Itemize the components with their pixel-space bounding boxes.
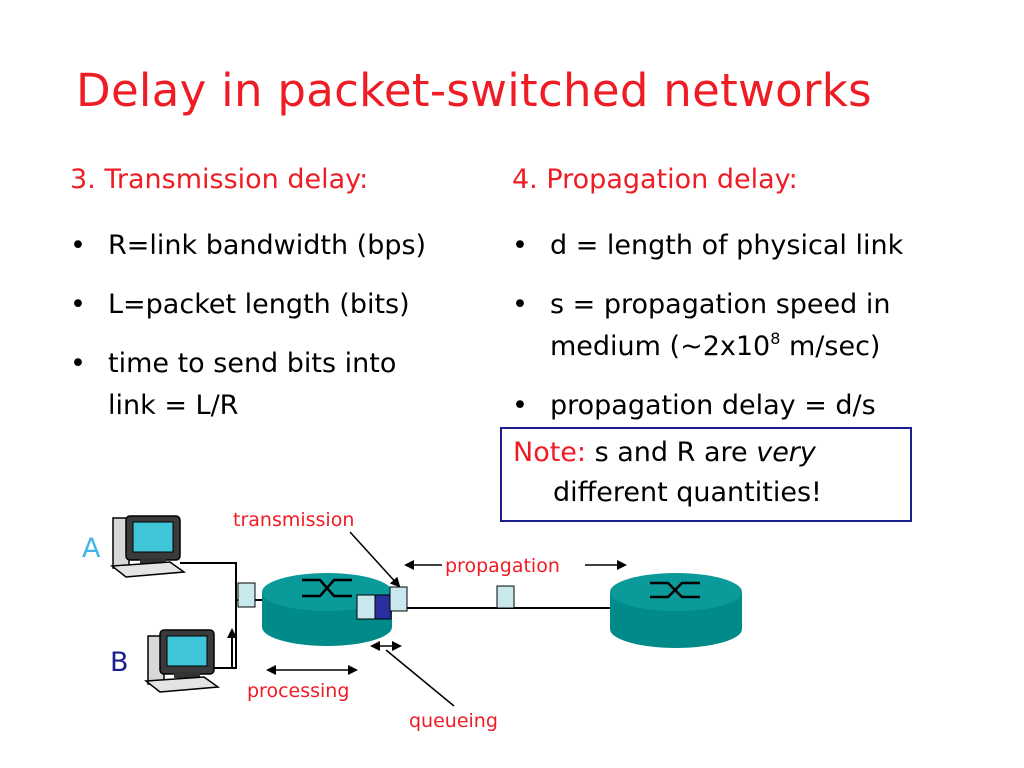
bullet-time-line2: link = L/R: [108, 390, 239, 421]
queued-packet-2: [374, 594, 392, 620]
processing-label: processing: [247, 680, 349, 702]
transmission-label: transmission: [233, 509, 354, 531]
host-a-label: A: [82, 533, 101, 564]
bullet-bandwidth: R=link bandwidth (bps): [70, 225, 490, 267]
host-b-label: B: [110, 647, 129, 678]
speed-medium-text: medium (~2x10: [550, 331, 771, 362]
slide-title: Delay in packet-switched networks: [76, 64, 872, 117]
transmission-pointer: [349, 531, 401, 588]
bullet-time-line1: time to send bits into: [108, 348, 397, 379]
bullet-speed: s = propagation speed in medium (~2x108 …: [512, 284, 982, 368]
note-emphasis: very: [756, 437, 816, 468]
packet-in-flight: [496, 585, 515, 609]
packet-being-transmitted: [389, 586, 408, 612]
host-a-computer-icon: [110, 515, 187, 578]
queued-packet-1: [356, 594, 376, 620]
propagation-delay-column: 4. Propagation delay: d = length of phys…: [512, 162, 982, 444]
bullet-time-to-send: time to send bits into link = L/R: [70, 343, 490, 427]
bullet-packet-length-text: L=packet length (bits): [108, 289, 410, 320]
bullet-distance-text: d = length of physical link: [550, 230, 904, 261]
transmission-delay-heading: 3. Transmission delay:: [70, 164, 369, 195]
queueing-pointer: [385, 649, 455, 707]
bullet-speed-line2: medium (~2x108 m/sec): [550, 326, 982, 368]
bullet-prop-delay-text: propagation delay = d/s: [550, 390, 876, 421]
bullet-bandwidth-text: R=link bandwidth (bps): [108, 230, 427, 261]
transmission-bullets: R=link bandwidth (bps) L=packet length (…: [70, 225, 490, 427]
queueing-label: queueing: [409, 710, 498, 732]
bullet-speed-line1: s = propagation speed in: [550, 289, 891, 320]
propagation-label: propagation: [445, 555, 560, 577]
note-label: Note:: [513, 437, 587, 468]
propagation-delay-heading: 4. Propagation delay:: [512, 164, 798, 195]
speed-unit-text: m/sec): [780, 331, 881, 362]
speed-exponent: 8: [770, 329, 781, 348]
note-text: s and R are: [586, 437, 757, 468]
propagation-bullets: d = length of physical link s = propagat…: [512, 225, 982, 427]
note-box: Note: s and R are very different quantit…: [500, 427, 912, 522]
bullet-prop-delay: propagation delay = d/s: [512, 385, 982, 427]
note-line2: different quantities!: [553, 477, 822, 508]
bullet-packet-length: L=packet length (bits): [70, 284, 490, 326]
host-b-computer-icon: [144, 629, 221, 693]
router-2-icon: [610, 573, 742, 648]
transmission-delay-column: 3. Transmission delay: R=link bandwidth …: [70, 162, 490, 444]
packet-on-access-link: [237, 582, 256, 608]
bullet-distance: d = length of physical link: [512, 225, 982, 267]
